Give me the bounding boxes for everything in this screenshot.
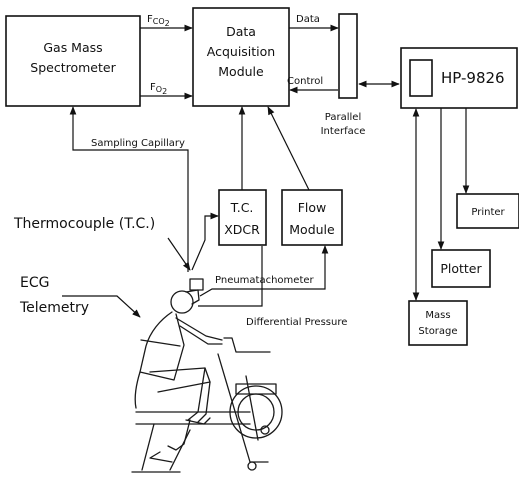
gas-mass-spectrometer-block: Gas Mass Spectrometer [5,15,141,107]
parallel-interface-block [338,13,358,99]
ecg-label-line2: Telemetry [19,300,89,316]
mass-storage-label-line2: Storage [418,326,457,337]
parallel-interface-label-line1: Parallel [325,112,361,123]
plotter-label: Plotter [440,261,482,276]
mass-storage-label-line1: Mass [425,310,450,321]
thermocouple-pointer [167,237,191,271]
hp-label: HP-9826 [441,69,505,87]
control-label: Control [287,76,323,87]
hp-screen [409,59,433,97]
thermocouple-to-xdcr-line [191,212,219,271]
pneumatachometer-label: Pneumatachometer [215,275,315,286]
spectrometer-label-line1: Gas Mass [43,40,102,55]
plotter-block: Plotter [431,249,491,288]
flow-label-line2: Module [289,222,335,237]
subject-on-ergometer-illustration [131,278,283,473]
tc-xdcr-label-line1: T.C. [230,200,254,215]
data-label: Data [296,14,320,25]
differential-pressure-line [198,246,263,307]
tc-xdcr-label-line2: XDCR [224,222,260,237]
daq-label-line3: Module [218,64,264,79]
parallel-interface-label-line2: Interface [321,126,366,137]
daq-label-line2: Acquisition [207,44,275,59]
flow-label-line1: Flow [298,200,327,215]
flow-to-daq-arrow [267,106,310,191]
daq-label-line1: Data [226,24,256,39]
tc-xdcr-block: T.C. XDCR [218,189,267,246]
pneumatachometer-line [199,245,329,297]
fco2-label: FCO2 [147,14,170,28]
ecg-pointer [62,295,141,318]
data-acquisition-module-block: Data Acquisition Module [192,7,290,107]
hp-9826-computer-block: HP-9826 [400,47,518,109]
thermocouple-label: Thermocouple (T.C.) [13,216,155,232]
fo2-label: FO2 [150,82,167,96]
flow-module-block: Flow Module [281,189,343,246]
mass-storage-block: Mass Storage [408,300,468,346]
differential-pressure-label: Differential Pressure [246,317,347,328]
printer-label: Printer [471,207,505,218]
ecg-label-line1: ECG [20,275,49,291]
sampling-capillary-line [69,106,189,272]
spectrometer-label-line2: Spectrometer [30,60,116,75]
printer-block: Printer [456,193,519,229]
sampling-capillary-label: Sampling Capillary [91,138,185,149]
